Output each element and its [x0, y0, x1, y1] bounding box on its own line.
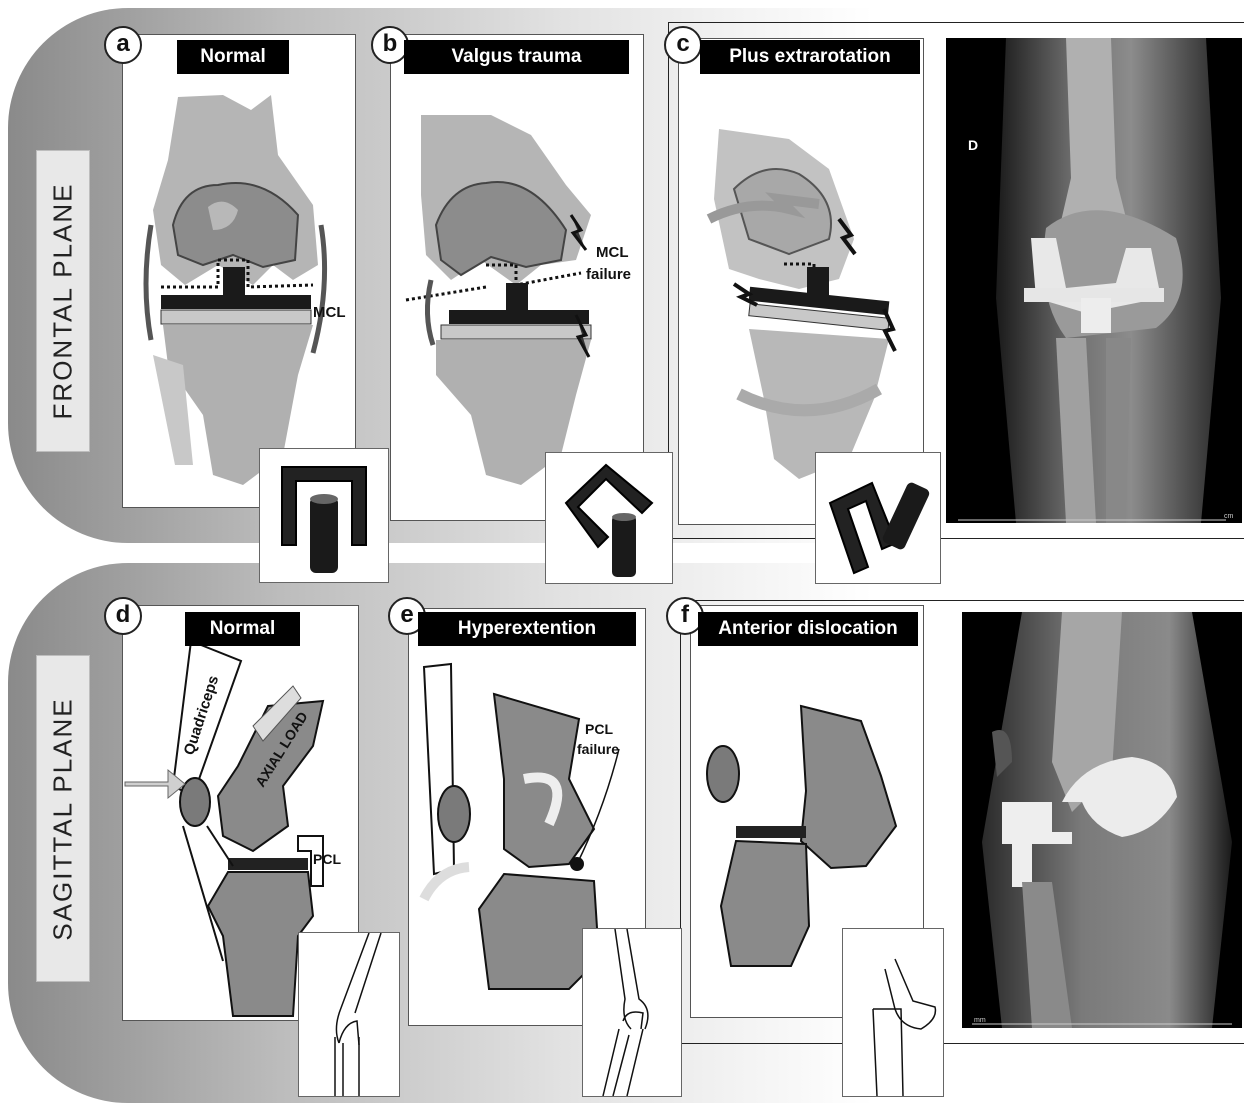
panel-b: MCL failure — [390, 34, 644, 521]
pcl-failure-label-2: failure — [577, 741, 619, 757]
frontal-plane-text: FRONTAL PLANE — [48, 183, 79, 420]
panel-f-inset-diagram — [843, 929, 943, 1096]
panel-e-inset-diagram — [583, 929, 681, 1096]
pcl-label: PCL — [313, 851, 341, 867]
sagittal-xray: mm — [962, 612, 1242, 1028]
frontal-xray-image: D cm — [946, 38, 1242, 523]
panel-c-inset-diagram — [816, 453, 940, 583]
panel-a-inset — [259, 448, 389, 583]
sagittal-plane-text: SAGITTAL PLANE — [48, 697, 79, 940]
panel-a-title: Normal — [177, 40, 289, 74]
panel-e-title: Hyperextention — [418, 612, 636, 646]
panel-d-inset-diagram — [299, 933, 399, 1096]
panel-b-illustration: MCL failure — [391, 35, 643, 520]
panel-c-inset — [815, 452, 941, 584]
panel-b-inset-diagram — [546, 453, 672, 583]
panel-a-inset-diagram — [260, 449, 388, 582]
xray-side-marker: D — [968, 137, 978, 153]
panel-b-inset — [545, 452, 673, 584]
panel-a-letter: a — [104, 26, 142, 64]
mcl-failure-label-2: failure — [586, 266, 631, 283]
panel-f-inset — [842, 928, 944, 1097]
frontal-xray: D cm — [946, 38, 1242, 523]
panel-a: MCL — [122, 34, 356, 508]
panel-e-inset — [582, 928, 682, 1097]
panel-b-title: Valgus trauma — [404, 40, 629, 74]
panel-f-title: Anterior dislocation — [698, 612, 918, 646]
mcl-label: MCL — [313, 304, 346, 321]
sagittal-plane-label: SAGITTAL PLANE — [36, 655, 90, 982]
pcl-failure-label-1: PCL — [585, 721, 613, 737]
sagittal-xray-image: mm — [962, 612, 1242, 1028]
panel-c-title: Plus extrarotation — [700, 40, 920, 74]
xray-scale-unit-bottom: mm — [974, 1017, 986, 1024]
panel-d-letter: d — [104, 597, 142, 635]
panel-c-letter: c — [664, 26, 702, 64]
panel-d-inset — [298, 932, 400, 1097]
frontal-plane-label: FRONTAL PLANE — [36, 150, 90, 452]
panel-d-title: Normal — [185, 612, 300, 646]
panel-a-illustration: MCL — [123, 35, 355, 507]
mcl-failure-label-1: MCL — [596, 244, 629, 261]
xray-scale-unit-top: cm — [1224, 513, 1234, 520]
